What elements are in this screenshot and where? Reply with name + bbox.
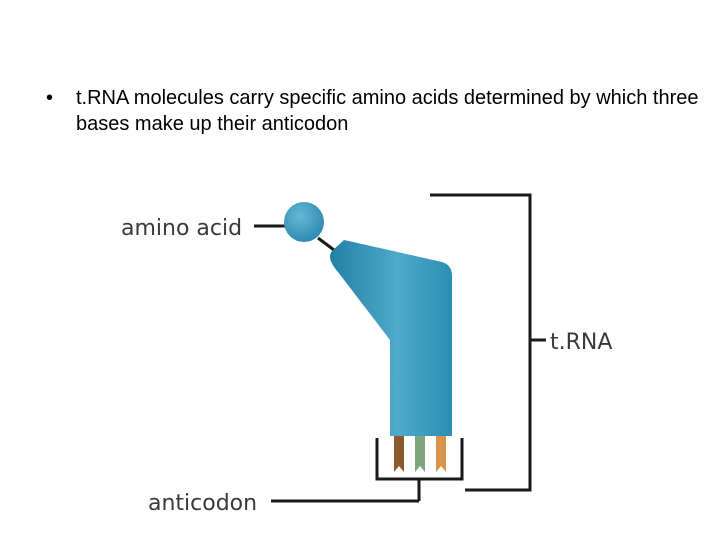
anticodon-base-2 [415, 436, 425, 472]
trna-body [330, 240, 452, 436]
bullet-list: • t.RNA molecules carry specific amino a… [46, 85, 706, 137]
trna-bracket [430, 193, 532, 492]
anticodon-base-3 [436, 436, 446, 472]
bullet-item: • t.RNA molecules carry specific amino a… [46, 85, 706, 137]
amino-acid-linker [317, 236, 335, 252]
amino-acid-ball [284, 202, 324, 242]
anticodon-base-1 [394, 436, 404, 472]
trna-label: t.RNA [550, 330, 612, 355]
amino-acid-label: amino acid [121, 216, 242, 241]
bullet-marker: • [46, 87, 54, 109]
anticodon-label: anticodon [148, 491, 257, 516]
bullet-text: t.RNA molecules carry specific amino aci… [76, 87, 699, 135]
